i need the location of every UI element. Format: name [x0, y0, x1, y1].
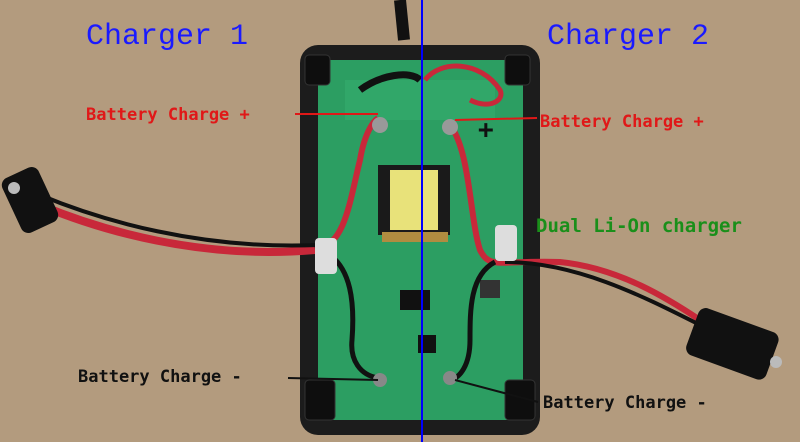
svg-text:+: + [478, 115, 494, 145]
battery-charge-plus-right-label: Battery Charge + [540, 112, 704, 132]
power-cord [394, 0, 410, 41]
transformer [378, 165, 450, 242]
callout-minus-left [287, 377, 379, 381]
connector-right [686, 308, 782, 380]
cable-tie-right [495, 225, 517, 261]
charger-2-title: Charger 2 [547, 20, 710, 54]
charger-1-title: Charger 1 [86, 20, 249, 54]
battery-charge-plus-left-label: Battery Charge + [86, 105, 250, 125]
battery-charge-minus-left-label: Battery Charge - [78, 367, 242, 387]
dual-charger-caption: Dual Li-On charger [536, 215, 742, 237]
cable-tie-left [315, 238, 337, 274]
callout-minus-right [454, 379, 539, 403]
connector-left [1, 166, 59, 234]
callout-plus-right [454, 117, 538, 121]
battery-charge-minus-right-label: Battery Charge - [543, 393, 707, 413]
